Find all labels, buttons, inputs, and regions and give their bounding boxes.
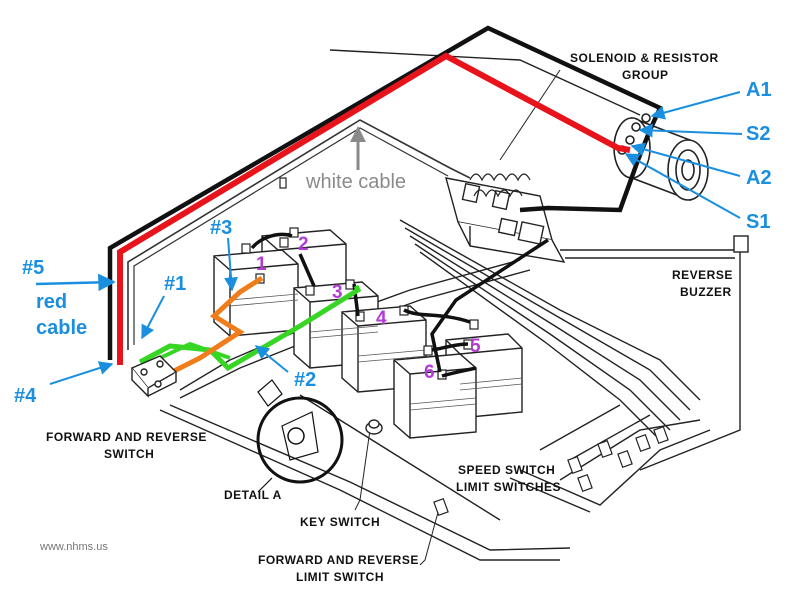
forward-reverse-switch [130, 355, 178, 398]
key-switch-label: KEY SWITCH [300, 515, 380, 529]
red-cable-label-1: red [36, 291, 67, 313]
battery-3-number: 3 [332, 282, 343, 303]
battery-5-number: 5 [470, 336, 481, 357]
terminal-a1-label: A1 [746, 79, 772, 101]
limit-switches [433, 425, 669, 517]
battery-6 [393, 353, 477, 439]
speed-switch-label: SPEED SWITCH [458, 463, 555, 477]
battery-6-number: 6 [424, 362, 435, 383]
reverse-buzzer-label-2: BUZZER [680, 285, 732, 299]
red-cable-5 [117, 52, 631, 365]
orange-cable-3 [158, 275, 264, 381]
cable-1-label: #1 [164, 273, 186, 295]
speed-switch-label-2: LIMIT SWITCHES [456, 480, 561, 494]
solenoid-resistor-group [445, 177, 566, 263]
cable-3-label: #3 [210, 217, 232, 239]
battery-ribs [229, 293, 523, 411]
battery-1-number: 1 [256, 254, 267, 275]
white-cable-arrow [350, 126, 366, 170]
key-switch [365, 419, 383, 435]
battery-4-number: 4 [376, 308, 387, 329]
solenoid-label-2: GROUP [622, 68, 669, 82]
fr-limit-switch-label: FORWARD AND REVERSE [258, 553, 419, 567]
red-cable-label-2: cable [36, 317, 87, 339]
watermark: www.nhms.us [39, 541, 108, 553]
battery-2-number: 2 [298, 234, 309, 255]
cable-5-label: #5 [22, 257, 44, 279]
black-cable-battery-6 [430, 238, 549, 373]
resistor-coil [469, 173, 531, 198]
solenoid-label: SOLENOID & RESISTOR [570, 51, 719, 65]
green-cable-branch [159, 341, 231, 360]
forward-reverse-switch-label-2: SWITCH [104, 447, 154, 461]
wire-harness [127, 49, 741, 566]
cable-2-label: #2 [294, 369, 316, 391]
terminal-s1-label: S1 [746, 211, 770, 233]
battery-pack [213, 229, 523, 439]
reverse-buzzer [733, 235, 749, 253]
detail-a-label: DETAIL A [224, 488, 282, 502]
white-cable-label: white cable [305, 171, 406, 193]
terminal-a2-label: A2 [746, 167, 772, 189]
fr-limit-switch-label-2: LIMIT SWITCH [296, 570, 384, 584]
detail-a [256, 379, 344, 493]
cable-4-label: #4 [14, 385, 37, 407]
forward-reverse-switch-label: FORWARD AND REVERSE [46, 430, 207, 444]
annotation-arrows [35, 91, 743, 385]
green-cable-2 [138, 284, 362, 372]
reverse-buzzer-label: REVERSE [672, 268, 733, 282]
terminal-s2-label: S2 [746, 123, 770, 145]
